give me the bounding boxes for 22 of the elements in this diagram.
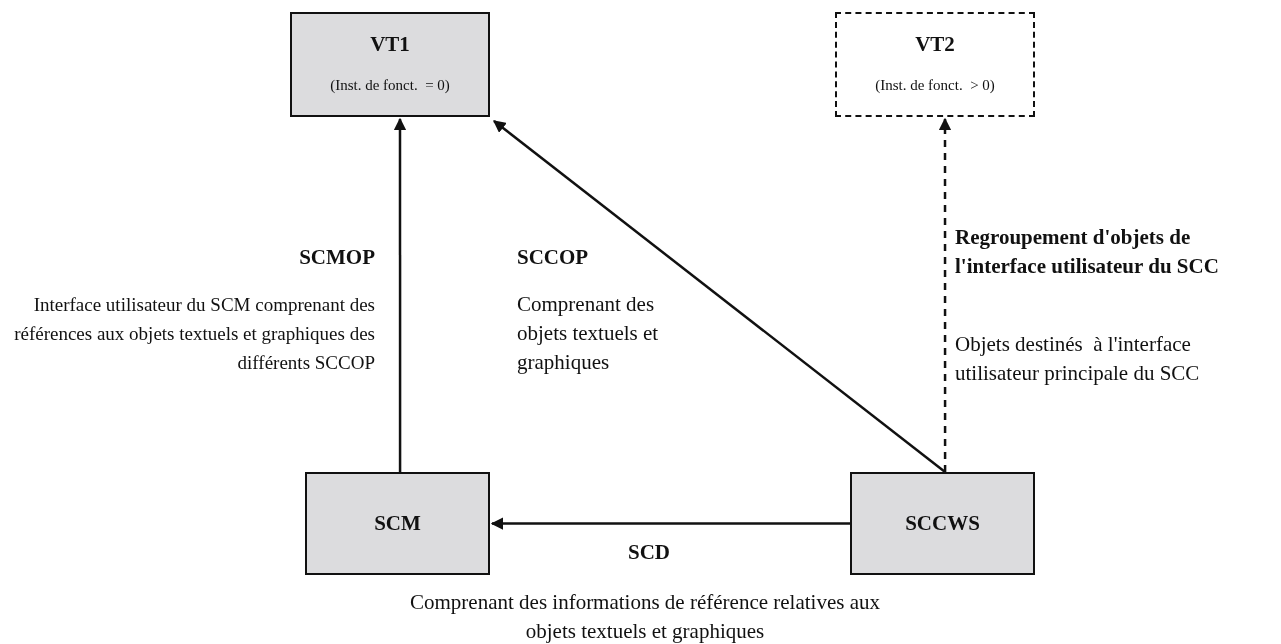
label-heading: SCD xyxy=(628,539,671,566)
label-heading: SCCOP xyxy=(517,244,590,271)
arrow xyxy=(393,117,407,472)
label-text: Interface utilisateur du SCM comprenant des références aux objets textuels et graphiques des différents SCCOP xyxy=(13,293,375,375)
process-box xyxy=(850,472,1035,575)
arrow xyxy=(490,517,850,530)
box-title: VT2 xyxy=(915,32,955,57)
box-title: VT1 xyxy=(370,32,410,57)
process-box xyxy=(305,472,490,575)
process-box xyxy=(835,12,1035,117)
box-title: SCCWS xyxy=(905,511,980,536)
box-subtitle: (Inst. de fonct. = 0) xyxy=(330,77,450,94)
label-text: Comprenant des informations de référence relatives aux objets textuels et graphiques xyxy=(409,589,881,644)
box-subtitle: (Inst. de fonct. > 0) xyxy=(875,77,995,94)
box-title: SCM xyxy=(374,511,421,536)
process-box xyxy=(290,12,490,117)
label-heading: Regroupement d'objets de l'interface utilisateur du SCC xyxy=(955,224,1220,280)
arrow xyxy=(938,117,952,472)
label-text: Comprenant des objets textuels et graphiques xyxy=(517,291,660,376)
arrow xyxy=(493,120,946,473)
label-heading: SCMOP xyxy=(298,244,375,271)
label-text: Objets destinés à l'interface utilisateur principale du SCC xyxy=(955,331,1201,387)
